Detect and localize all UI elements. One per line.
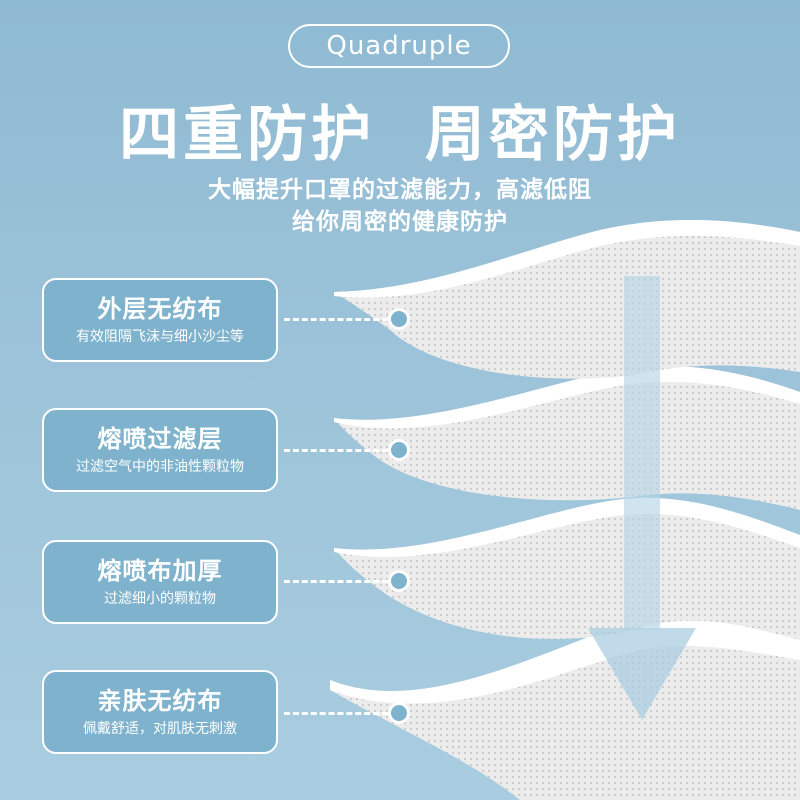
layer-title: 熔喷过滤层 [97,425,223,453]
connector-dot-icon [388,702,410,724]
layer-description: 过滤细小的颗粒物 [104,591,216,607]
layer-description: 过滤空气中的非油性颗粒物 [76,459,244,475]
connector-line [284,712,388,715]
connector-line [284,318,388,321]
fabric-layer-1 [334,220,800,379]
connector-dot-icon [388,439,410,461]
fabric-layer-2 [334,366,800,510]
down-arrow-icon [588,276,696,720]
layer-label-outer-nonwoven: 外层无纺布 有效阻隔飞沫与细小沙尘等 [42,278,278,362]
connector-line [284,449,388,452]
fabric-layer-3 [334,497,800,640]
layer-description: 佩戴舒适，对肌肤无刺激 [83,721,237,737]
page-title: 四重防护 周密防护 [119,100,681,170]
connector-dot-icon [388,308,410,330]
subtitle-line-2: 给你周密的健康防护 [292,209,508,235]
connector-dot-icon [388,570,410,592]
layer-title: 熔喷布加厚 [97,557,223,585]
subtitle-line-1: 大幅提升口罩的过滤能力，高滤低阻 [208,177,592,203]
layer-label-meltblown-thick: 熔喷布加厚 过滤细小的颗粒物 [42,540,278,624]
layer-title: 外层无纺布 [97,295,223,323]
connector-line [284,580,388,583]
layer-label-meltblown-filter: 熔喷过滤层 过滤空气中的非油性颗粒物 [42,408,278,492]
layer-description: 有效阻隔飞沫与细小沙尘等 [76,329,244,345]
layer-label-skin-friendly: 亲肤无纺布 佩戴舒适，对肌肤无刺激 [42,670,278,754]
quadruple-badge: Quadruple [288,24,510,68]
layer-title: 亲肤无纺布 [97,687,223,715]
